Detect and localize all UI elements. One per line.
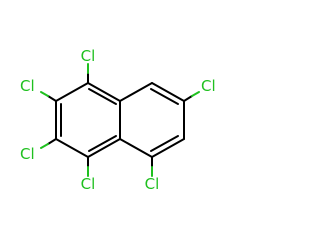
bond-c8-c8a <box>119 138 153 158</box>
bond-c5-c6-inner <box>150 88 179 105</box>
bond-c4a-c4 <box>87 82 121 102</box>
bond-c6-cl-a <box>183 95 193 102</box>
bond-c2-cl-b <box>40 143 49 149</box>
atom-label-cl-top: Cl <box>81 47 96 65</box>
atom-label-cl-bottom-right: Cl <box>145 175 160 193</box>
bond-c1-c8a <box>87 138 121 158</box>
bond-c4a-c5 <box>119 82 153 102</box>
bond-c7-c8-inner <box>150 135 179 152</box>
atom-label-cl-upper-left: Cl <box>20 77 35 95</box>
bond-c3-cl-a <box>47 95 57 102</box>
atom-label-cl-right: Cl <box>201 77 216 95</box>
bond-c2-c1 <box>55 138 89 158</box>
bond-c5-c6 <box>151 82 185 102</box>
bond-c3-cl-b <box>40 91 49 97</box>
bond-c1-c8a-inner <box>88 135 117 152</box>
bond-c7-c8 <box>151 138 185 158</box>
molecule-structure: Cl Cl Cl Cl Cl Cl <box>20 47 216 193</box>
bond-c2-cl-a <box>47 138 57 145</box>
atom-label-cl-bottom: Cl <box>81 175 96 193</box>
bond-c4a-c4-inner <box>88 88 117 105</box>
bond-c6-cl-b <box>191 91 200 97</box>
atom-label-cl-lower-left: Cl <box>20 145 35 163</box>
structure-canvas: Cl Cl Cl Cl Cl Cl <box>20 47 216 193</box>
bond-c4-c3 <box>55 82 89 102</box>
